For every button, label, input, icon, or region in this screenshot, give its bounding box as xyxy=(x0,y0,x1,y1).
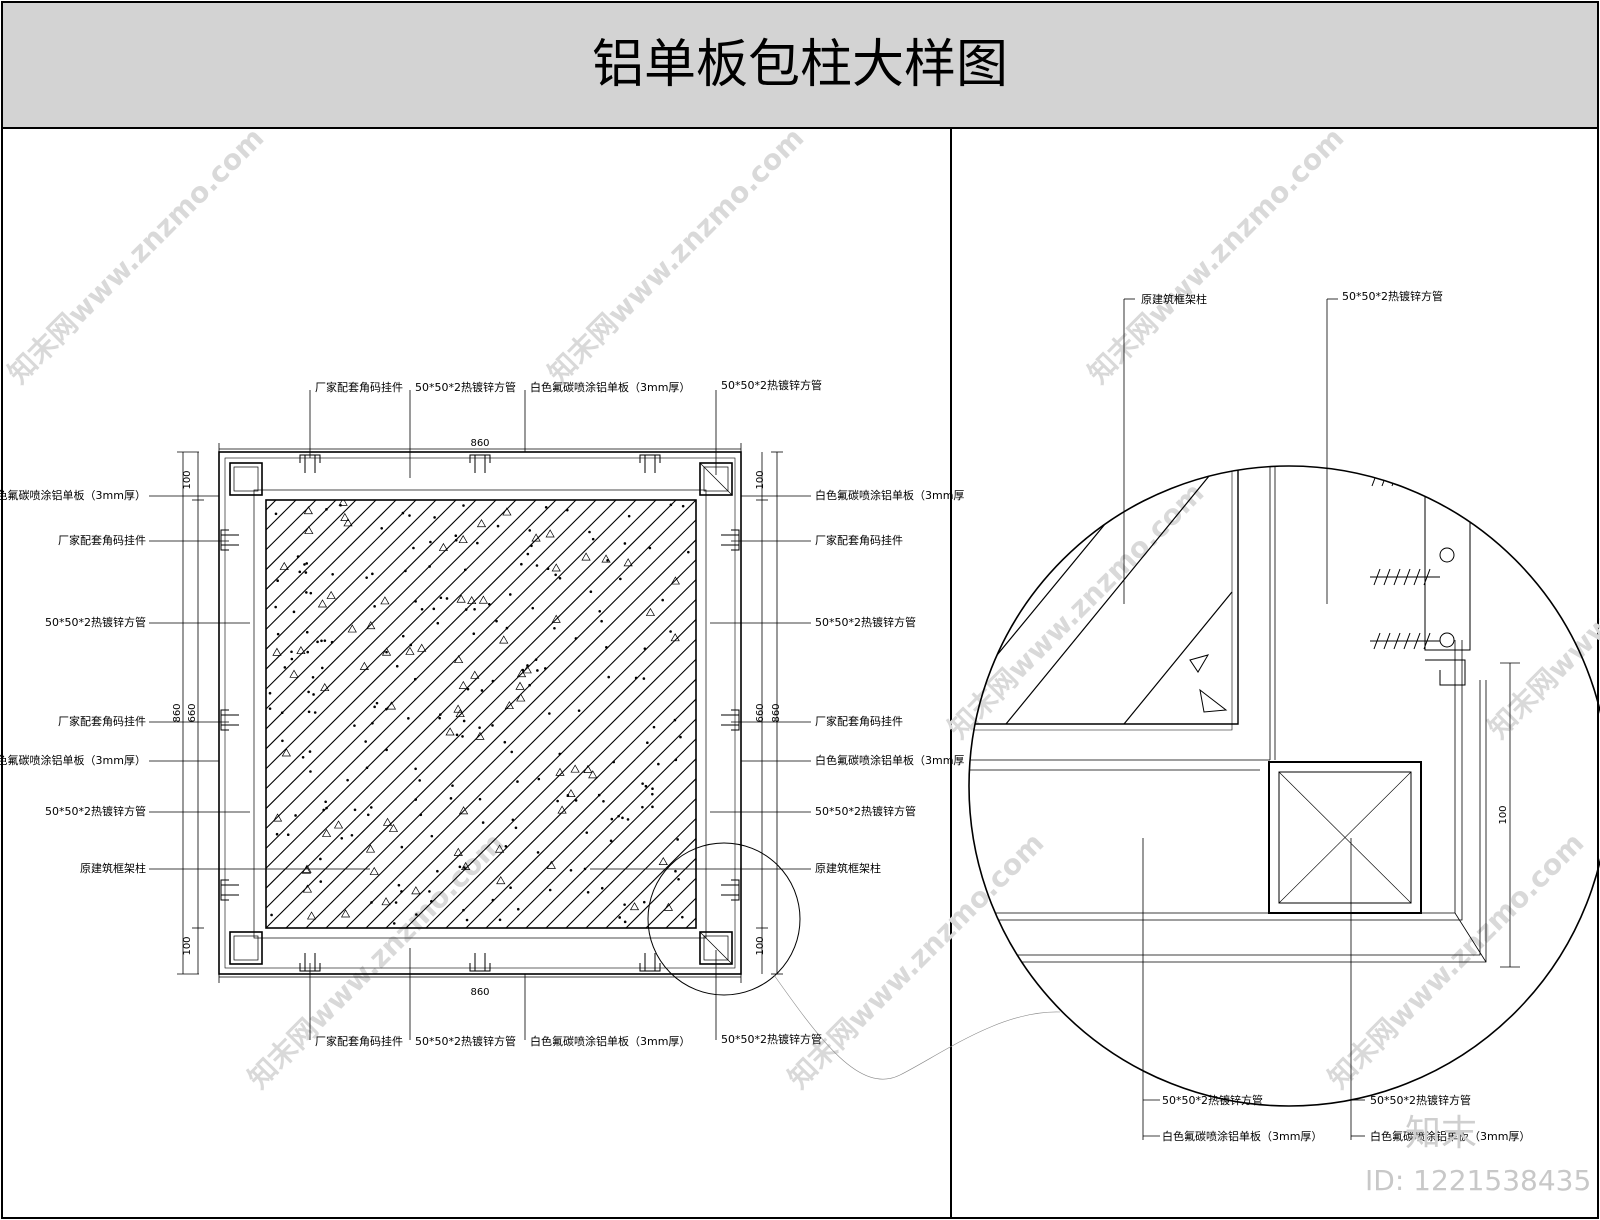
watermark: 知末网www.znzmo.com xyxy=(542,121,811,390)
plan-label-right: 白色氟碳喷涂铝单板（3mm厚 xyxy=(815,753,964,767)
plan-label-right: 原建筑框架柱 xyxy=(815,861,881,875)
detail-label-column: 原建筑框架柱 xyxy=(1141,292,1207,306)
detail-dimension xyxy=(1500,662,1520,968)
detail-dim-100: 100 xyxy=(1498,805,1509,824)
dimension-lines xyxy=(177,443,783,983)
square-steel-tube xyxy=(1268,761,1422,914)
watermark: 知末网www.znzmo.com xyxy=(1482,476,1600,745)
dim-right-outer: 860 xyxy=(771,703,782,722)
plan-label-top: 50*50*2热镀锌方管 xyxy=(415,380,516,394)
detail-label-tube-top: 50*50*2热镀锌方管 xyxy=(1342,289,1443,303)
original-column xyxy=(265,499,697,929)
page-title: 铝单板包柱大样图 xyxy=(592,35,1008,95)
detail-circle xyxy=(968,465,1600,1107)
watermark: 知末网www.znzmo.com xyxy=(942,476,1211,745)
detail-label-tube-bl: 50*50*2热镀锌方管 xyxy=(1162,1093,1263,1107)
plan-label-bottom: 50*50*2热镀锌方管 xyxy=(721,1032,822,1046)
concrete-hatch xyxy=(266,500,696,928)
plan-label-left: 白色氟碳喷涂铝单板（3mm厚） xyxy=(0,753,146,767)
detail-label-panel-br: 白色氟碳喷涂铝单板（3mm厚） xyxy=(1370,1129,1530,1143)
plan-label-right: 50*50*2热镀锌方管 xyxy=(815,615,916,629)
plan-label-right: 厂家配套角码挂件 xyxy=(815,533,903,547)
dim-left-outer: 860 xyxy=(172,703,183,722)
aluminum-panel-outline xyxy=(218,451,742,975)
brand-stamp: 知末 xyxy=(1405,1113,1477,1154)
dim-right-bottom-100: 100 xyxy=(755,936,766,955)
plan-label-right: 50*50*2热镀锌方管 xyxy=(815,804,916,818)
watermark: 知末网www.znzmo.com xyxy=(242,826,511,1095)
title-band xyxy=(3,3,1597,128)
detail-label-tube-br: 50*50*2热镀锌方管 xyxy=(1370,1093,1471,1107)
column-plan xyxy=(149,390,1061,1080)
detail-labels: 原建筑框架柱 50*50*2热镀锌方管 100 50*50*2热镀锌方管 白色氟… xyxy=(1141,289,1530,1143)
plan-label-bottom: 50*50*2热镀锌方管 xyxy=(415,1034,516,1048)
plan-labels: 厂家配套角码挂件 50*50*2热镀锌方管 白色氟碳喷涂铝单板（3mm厚） 50… xyxy=(0,378,964,1048)
watermark: 知末网www.znzmo.com xyxy=(2,121,271,390)
column-edge xyxy=(969,466,1239,725)
detail-label-panel-bl: 白色氟碳喷涂铝单板（3mm厚） xyxy=(1162,1129,1322,1143)
plan-label-top: 50*50*2热镀锌方管 xyxy=(721,378,822,392)
watermark-group: 知末网www.znzmo.com 知末网www.znzmo.com 知末网www… xyxy=(2,121,1600,1095)
detail-callout-circle xyxy=(647,842,801,996)
panel-layer xyxy=(969,759,1270,771)
image-id-label: ID: 1221538435 xyxy=(1365,1164,1591,1197)
plan-label-left: 50*50*2热镀锌方管 xyxy=(45,615,146,629)
plan-label-left: 白色氟碳喷涂铝单板（3mm厚） xyxy=(0,488,146,502)
plan-label-left: 厂家配套角码挂件 xyxy=(58,533,146,547)
steel-frame-line xyxy=(253,489,707,939)
plan-label-left: 原建筑框架柱 xyxy=(80,861,146,875)
plan-label-right: 厂家配套角码挂件 xyxy=(815,714,903,728)
dim-top: 860 xyxy=(470,438,489,449)
watermark: 知末网www.znzmo.com xyxy=(1082,121,1351,390)
dim-right-inner: 660 xyxy=(755,703,766,722)
detail-leaders xyxy=(1123,298,1365,1140)
plan-label-bottom: 厂家配套角码挂件 xyxy=(315,1034,403,1048)
watermark: 知末网www.znzmo.com xyxy=(1322,826,1591,1095)
plan-label-bottom: 白色氟碳喷涂铝单板（3mm厚） xyxy=(530,1034,690,1048)
dim-left-inner: 660 xyxy=(187,703,198,722)
plan-label-left: 50*50*2热镀锌方管 xyxy=(45,804,146,818)
plan-label-left: 厂家配套角码挂件 xyxy=(58,714,146,728)
callout-link xyxy=(773,974,1061,1080)
plan-label-top: 厂家配套角码挂件 xyxy=(315,380,403,394)
plan-label-right: 白色氟碳喷涂铝单板（3mm厚 xyxy=(815,488,964,502)
dim-left-bottom-100: 100 xyxy=(182,936,193,955)
dim-left-top-100: 100 xyxy=(182,470,193,489)
dim-bottom: 860 xyxy=(470,987,489,998)
dim-right-top-100: 100 xyxy=(755,470,766,489)
plan-label-top: 白色氟碳喷涂铝单板（3mm厚） xyxy=(530,380,690,394)
